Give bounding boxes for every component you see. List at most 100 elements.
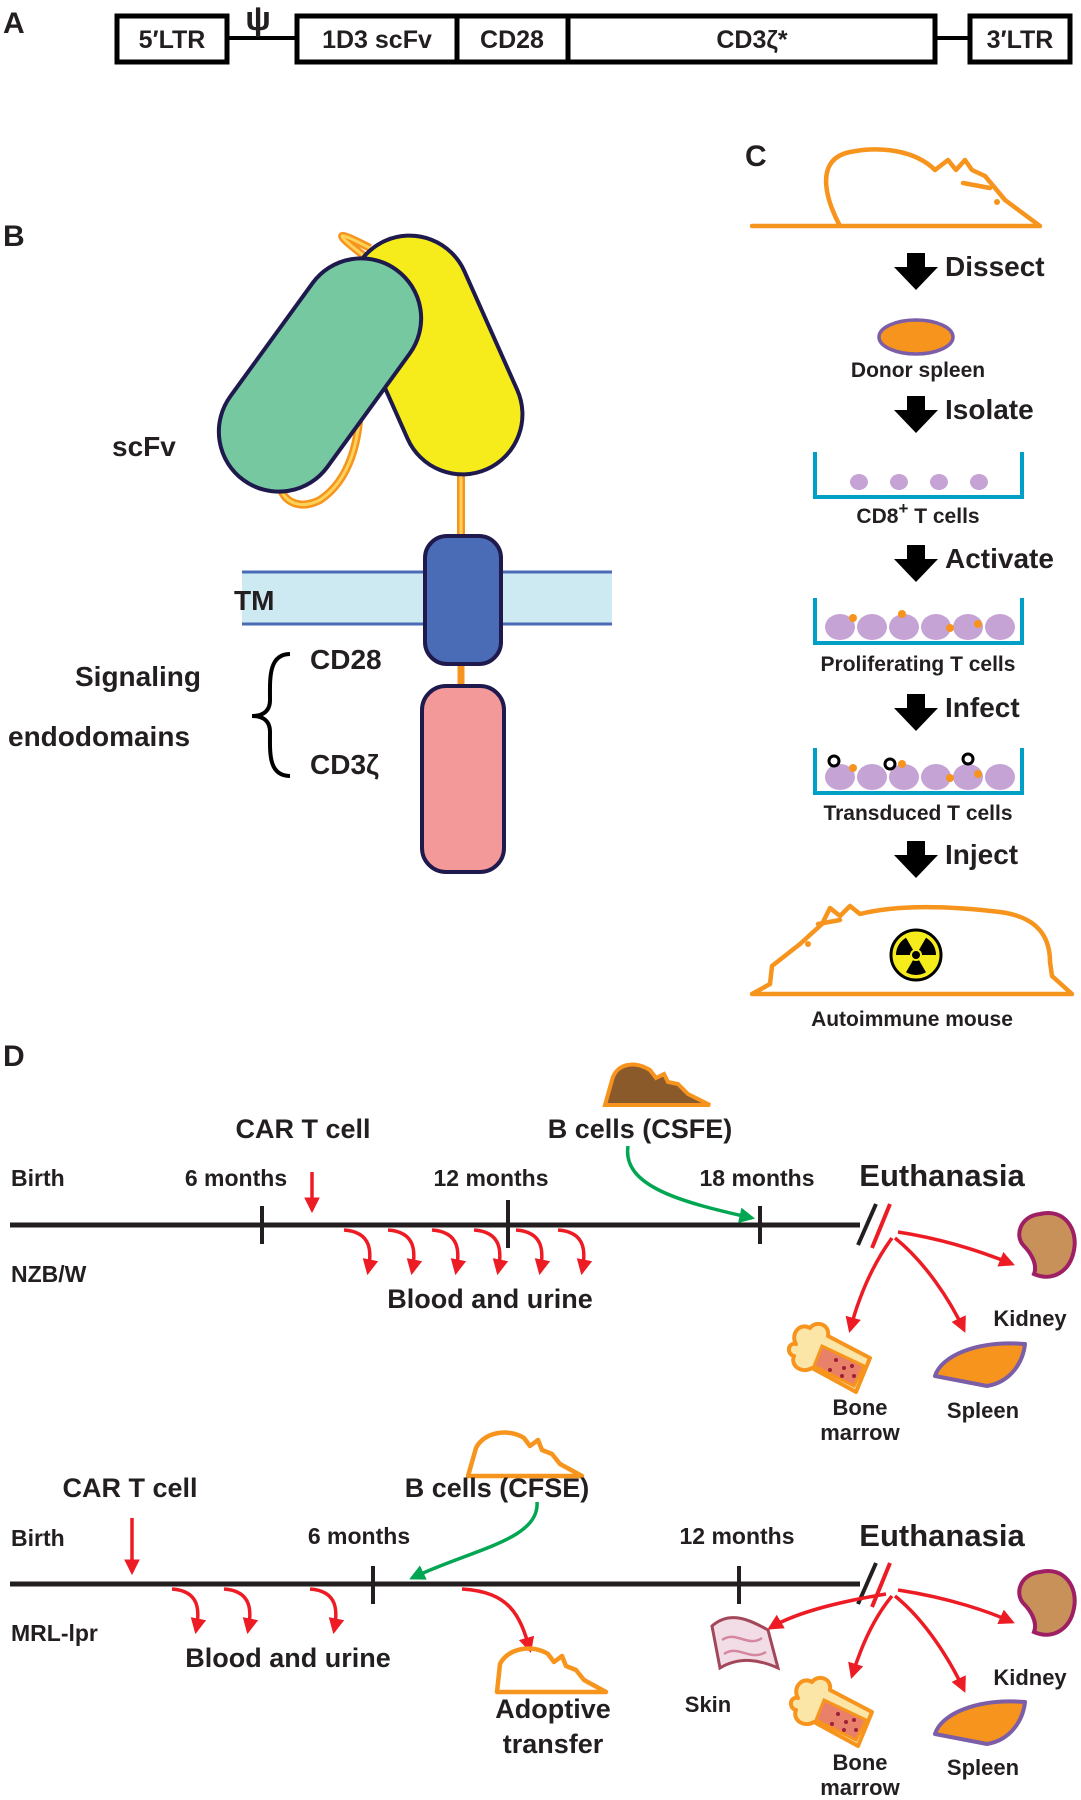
mrl-tick-6-label: 6 months <box>308 1523 410 1549</box>
cd8-text: CD8 <box>856 505 898 528</box>
autoimmune-mouse-icon <box>749 903 1075 997</box>
signaling-label-1: Signaling <box>75 661 201 692</box>
proliferating-label: Proliferating T cells <box>821 653 1016 676</box>
adoptive-label-2: transfer <box>503 1729 604 1759</box>
transduced-cells <box>825 752 1015 790</box>
step-label-activate: Activate <box>945 543 1054 574</box>
bone-marrow-icon <box>786 1321 872 1394</box>
step-label-infect: Infect <box>945 692 1020 723</box>
mrl-bcell-donor-mouse-icon <box>465 1430 585 1479</box>
step-label-isolate: Isolate <box>945 394 1034 425</box>
nzbw-birth-label: Birth <box>11 1165 65 1191</box>
step-arrow-activate <box>894 545 938 582</box>
cd8-cells <box>850 474 988 490</box>
ltr3-label: 3′LTR <box>987 26 1054 54</box>
adoptive-transfer-arrow <box>461 1587 535 1654</box>
mrl-car-label: CAR T cell <box>62 1473 197 1503</box>
panel-label-a: A <box>3 7 25 40</box>
well-transduced <box>813 748 1024 795</box>
well-cd8 <box>813 452 1024 499</box>
mrl-birth-label: Birth <box>11 1525 65 1551</box>
transduced-label: Transduced T cells <box>823 802 1012 825</box>
nzbw-bcell-label: B cells (CSFE) <box>548 1114 733 1144</box>
mrl-bcell-label: B cells (CFSE) <box>405 1473 590 1503</box>
donor-spleen-icon <box>877 318 955 356</box>
nzbw-timeline <box>10 1062 1077 1394</box>
mrl-bcell-arrow <box>409 1501 539 1580</box>
mrl-sampling-label: Blood and urine <box>185 1643 391 1673</box>
nzbw-tick-6-label: 6 months <box>185 1165 287 1191</box>
nzbw-sampling-label: Blood and urine <box>387 1284 593 1314</box>
spleen-icon <box>933 1341 1027 1388</box>
donor-spleen-label: Donor spleen <box>851 359 985 382</box>
panel-label-d: D <box>3 1040 25 1073</box>
kidney-icon <box>1017 1210 1077 1279</box>
ltr5-label: 5′LTR <box>139 26 206 54</box>
mrl-strain-label: MRL-lpr <box>11 1620 98 1646</box>
nzbw-kidney-label: Kidney <box>993 1306 1067 1331</box>
mrl-harvest-arrows <box>767 1588 1015 1693</box>
scfv-label: scFv <box>112 431 176 462</box>
mrl-skin-label: Skin <box>685 1692 731 1717</box>
step-arrow-infect <box>894 694 938 731</box>
tm-cd28-domain <box>423 534 503 666</box>
nzbw-spleen-label: Spleen <box>947 1398 1019 1423</box>
step-arrow-dissect <box>894 253 938 290</box>
skin-icon <box>710 1616 781 1671</box>
mrl-bone-marrow-icon <box>788 1675 874 1748</box>
vl-domain <box>216 256 424 494</box>
cd3z-domain <box>420 684 506 874</box>
step-arrow-inject <box>894 841 938 878</box>
ltr3-box <box>967 13 1073 65</box>
nzbw-marrow-label: marrow <box>820 1420 900 1445</box>
nzbw-car-label: CAR T cell <box>235 1114 370 1144</box>
nzbw-bone-label: Bone <box>833 1395 888 1420</box>
bcell-donor-mouse-icon <box>602 1062 711 1107</box>
mrl-tick-12-label: 12 months <box>679 1523 794 1549</box>
adoptive-label-1: Adoptive <box>495 1694 611 1724</box>
harvest-arrows <box>845 1230 1015 1334</box>
panel-label-c: C <box>745 140 767 173</box>
mrl-sampling-arrows <box>171 1587 345 1635</box>
cd8-rest: T cells <box>908 505 979 528</box>
radiation-icon <box>889 928 943 982</box>
autoimmune-mouse-label: Autoimmune mouse <box>811 1008 1013 1031</box>
mrl-kidney-label: Kidney <box>993 1665 1067 1690</box>
cd8-superscript: + <box>898 499 908 518</box>
mrl-timeline <box>10 1430 1077 1748</box>
retroviral-construct: 5′LTR ψ 1D3 scFv CD28 CD3ζ* 3′LTR <box>114 0 1073 65</box>
mrl-euthanasia-label: Euthanasia <box>859 1518 1025 1553</box>
cd28-domain-label: CD28 <box>310 644 382 675</box>
psi-label: ψ <box>245 0 271 38</box>
adoptive-recipient-mouse-icon <box>494 1646 609 1695</box>
sampling-arrows <box>343 1228 593 1276</box>
ltr5-box <box>114 13 230 65</box>
cd3z-gene-label: CD3ζ* <box>716 26 788 54</box>
cd28-box <box>454 13 571 65</box>
mrl-spleen-label: Spleen <box>947 1755 1019 1780</box>
mrl-marrow-label: marrow <box>820 1775 900 1800</box>
bcell-arrow <box>625 1145 756 1223</box>
nzbw-tick-18-label: 18 months <box>699 1165 814 1191</box>
mrl-kidney-icon <box>1017 1568 1077 1637</box>
tm-label: TM <box>234 585 274 616</box>
step-label-inject: Inject <box>945 839 1018 870</box>
cd8-label: CD8+ T cells <box>856 499 979 528</box>
axis-break <box>856 1203 878 1246</box>
proliferating-cells <box>825 610 1015 640</box>
mrl-spleen-icon <box>933 1699 1027 1746</box>
well-proliferating <box>813 598 1024 645</box>
step-arrow-isolate <box>894 396 938 433</box>
step-label-dissect: Dissect <box>945 251 1045 282</box>
donor-mouse-icon <box>749 147 1043 229</box>
car-structure <box>216 232 612 874</box>
nzbw-strain-label: NZB/W <box>11 1261 87 1287</box>
cd3z-domain-label: CD3ζ <box>310 749 379 780</box>
virus-particle <box>827 754 841 768</box>
cd3z-box <box>565 13 938 65</box>
panel-label-b: B <box>3 220 25 253</box>
mrl-bone-label: Bone <box>833 1750 888 1775</box>
scfv-gene-label: 1D3 scFv <box>322 26 432 54</box>
